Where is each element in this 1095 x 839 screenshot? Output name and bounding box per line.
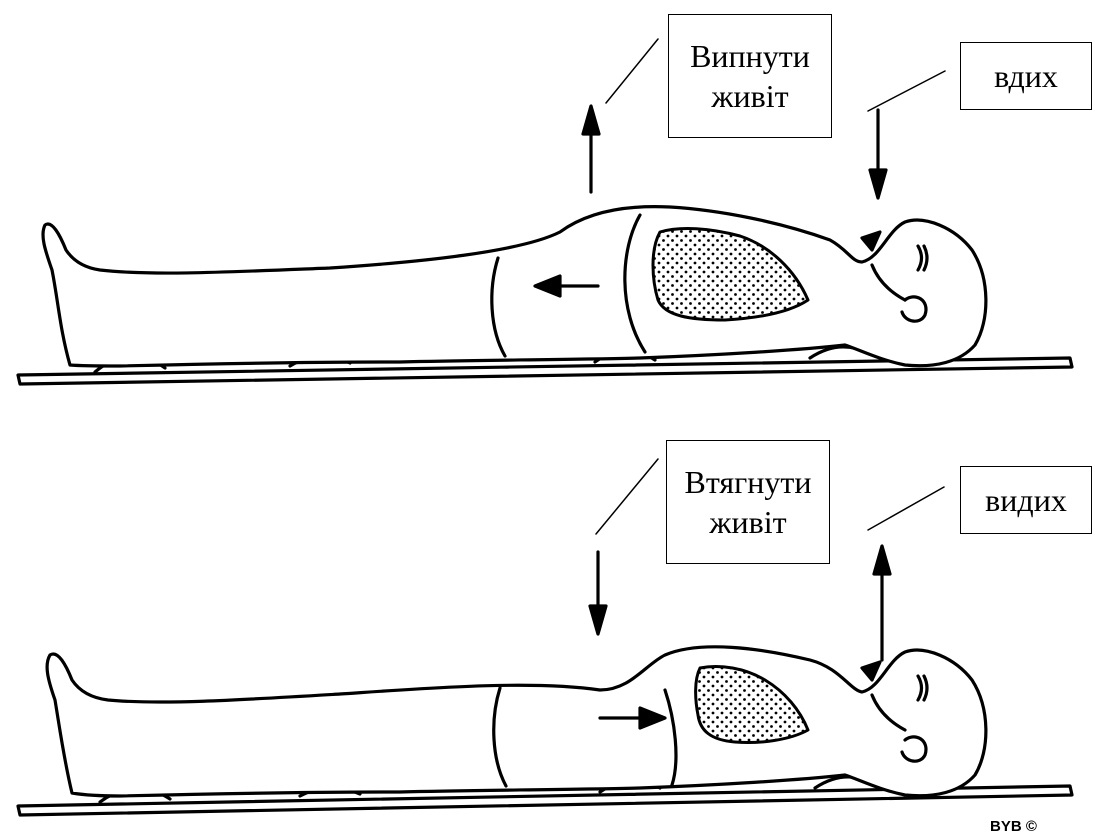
mouth-open bbox=[862, 232, 880, 250]
label-box-belly-exhale: Втягнути живіт bbox=[666, 440, 830, 564]
belly-label-line2: живіт bbox=[709, 502, 786, 542]
breath-label-exhale: видих bbox=[985, 480, 1067, 520]
breath-label-inhale: вдих bbox=[994, 56, 1058, 96]
label-box-breath-inhale: видих вдих bbox=[960, 42, 1092, 110]
leader-line-breath bbox=[868, 71, 945, 111]
label-box-breath-exhale: видих bbox=[960, 466, 1092, 534]
belly-label-line1: Втягнути bbox=[685, 462, 812, 502]
mouth-open bbox=[862, 662, 880, 680]
panel-exhale bbox=[18, 459, 1072, 815]
body-outline-exhale bbox=[47, 647, 986, 796]
label-box-belly-inhale: Випнути живіт bbox=[668, 14, 832, 138]
belly-down-arrow-head bbox=[590, 606, 606, 634]
belly-up-arrow-head bbox=[583, 106, 599, 134]
panel-inhale bbox=[18, 39, 1072, 384]
body-outline-inhale bbox=[43, 207, 986, 366]
signature: BYB © bbox=[990, 818, 1037, 835]
leader-line-breath bbox=[868, 487, 944, 530]
inhale-arrow-head bbox=[870, 170, 886, 198]
exhale-arrow-head bbox=[874, 546, 890, 574]
belly-label-line2: живіт bbox=[711, 76, 788, 116]
leader-line-belly bbox=[596, 459, 658, 534]
belly-label-line1: Випнути bbox=[690, 36, 810, 76]
leader-line-belly bbox=[606, 39, 658, 103]
